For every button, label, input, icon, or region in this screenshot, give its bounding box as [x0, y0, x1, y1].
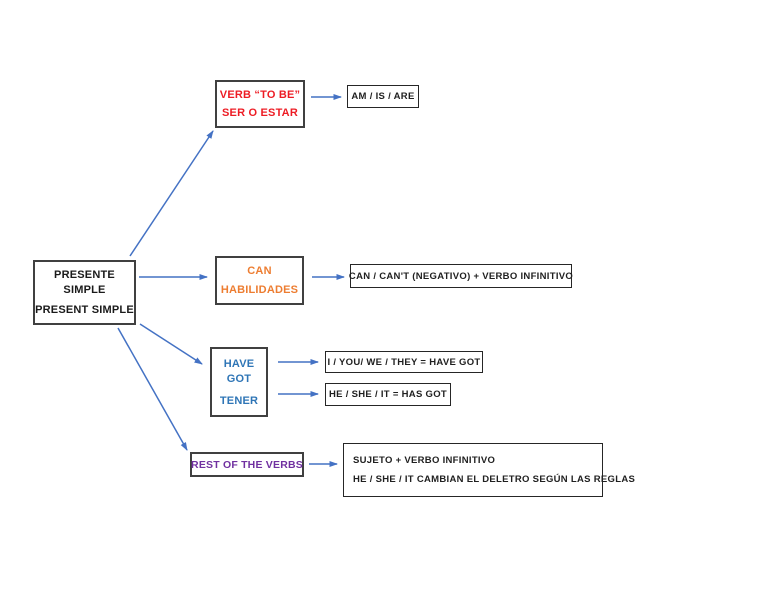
can-box: CAN HABILIDADES	[215, 256, 304, 305]
arrow-connector	[129, 130, 214, 257]
sujeto-verbo-text: SUJETO + VERBO INFINITIVO	[353, 455, 496, 467]
rest-of-the-verbs-label: REST OF THE VERBS	[191, 458, 303, 471]
have-got-plural-text: I / YOU/ WE / THEY = HAVE GOT	[327, 356, 481, 368]
root-line-presente: PRESENTE	[54, 268, 115, 281]
habilidades-label: HABILIDADES	[220, 284, 299, 296]
have-got-plural-result-box: I / YOU/ WE / THEY = HAVE GOT	[325, 351, 483, 373]
have-got-box: HAVE GOT TENER	[210, 347, 268, 417]
can-result-text: CAN / CAN'T (NEGATIVO) + VERBO INFINITIV…	[348, 270, 574, 282]
ser-o-estar-label: SER O ESTAR	[222, 107, 298, 120]
am-is-are-result-box: AM / IS / ARE	[347, 85, 419, 108]
tener-label: TENER	[219, 394, 259, 407]
have-label: HAVE	[223, 357, 255, 370]
verb-to-be-box: VERB “TO BE” SER O ESTAR	[215, 80, 305, 128]
he-she-it-rules-text: HE / SHE / IT CAMBIAN EL DELETRO SEGÚN L…	[353, 473, 636, 485]
have-got-third-person-result-box: HE / SHE / IT = HAS GOT	[325, 383, 451, 406]
rest-of-the-verbs-box: REST OF THE VERBS	[190, 452, 304, 477]
root-line-simple: SIMPLE	[63, 283, 106, 296]
got-label: GOT	[226, 373, 252, 385]
arrow-connector	[139, 323, 203, 365]
arrow-connector	[117, 327, 188, 451]
can-label: CAN	[247, 265, 272, 277]
have-got-third-text: HE / SHE / IT = HAS GOT	[328, 389, 447, 400]
rest-result-box: SUJETO + VERBO INFINITIVO HE / SHE / IT …	[343, 443, 635, 497]
present-simple-root-box: PRESENTE SIMPLE PRESENT SIMPLE	[33, 260, 136, 325]
am-is-are-text: AM / IS / ARE	[351, 91, 415, 102]
verb-to-be-label: VERB “TO BE”	[219, 88, 301, 101]
root-line-present-simple: PRESENT SIMPLE	[35, 304, 134, 317]
can-result-box: CAN / CAN'T (NEGATIVO) + VERBO INFINITIV…	[348, 264, 574, 288]
